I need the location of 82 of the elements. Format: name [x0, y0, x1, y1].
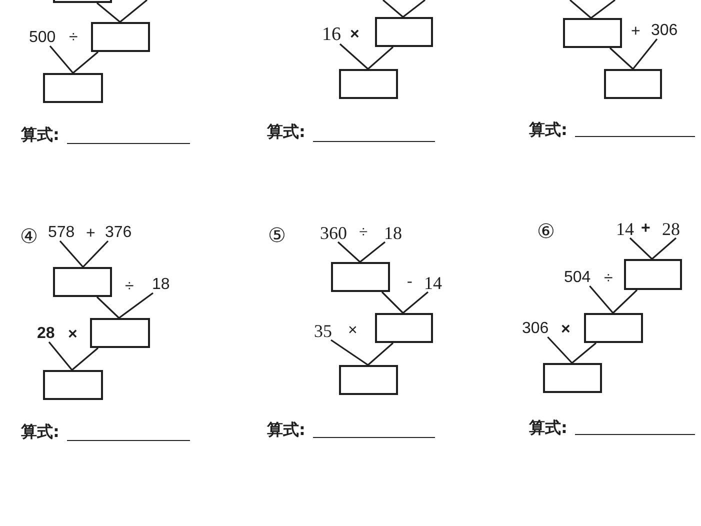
formula-label: 算式: [21, 424, 60, 440]
answer-box [53, 267, 112, 297]
formula-label: 算式: [21, 127, 60, 143]
connector-line [49, 45, 74, 74]
answer-box [339, 365, 398, 395]
operand: 28 [37, 326, 55, 342]
connector-line [547, 336, 573, 364]
connector-line [651, 237, 677, 260]
answer-box [375, 313, 433, 343]
operand: 28 [662, 220, 680, 238]
formula-label: 算式: [267, 422, 306, 438]
connector-line [337, 241, 361, 263]
connector-line [118, 292, 154, 319]
connector-line [72, 51, 99, 74]
operator: ÷ [125, 279, 134, 295]
connector-line [96, 296, 120, 319]
operator: × [348, 323, 358, 339]
answer-box [543, 363, 602, 393]
connector-line [82, 240, 109, 268]
answer-box [53, 0, 112, 3]
answer-box [331, 262, 390, 292]
connector-line [590, 0, 616, 19]
answer-box [604, 69, 662, 99]
answer-box [43, 370, 103, 400]
connector-line [381, 291, 404, 314]
problem-number: ⑥ [537, 221, 555, 241]
operand: 18 [152, 277, 170, 293]
connector-line [96, 2, 120, 23]
connector-line [339, 43, 369, 70]
answer-box [584, 313, 643, 343]
connector-line [48, 342, 73, 370]
answer-box [91, 22, 150, 52]
operand: 35 [314, 322, 332, 340]
operator: × [350, 27, 360, 43]
connector-line [609, 47, 634, 70]
operator: ÷ [69, 30, 78, 46]
operand: 14 [616, 220, 634, 238]
connector-line [59, 240, 84, 268]
answer-box [375, 17, 433, 47]
connector-line [612, 289, 638, 314]
connector-line [569, 0, 592, 19]
connector-line [367, 46, 394, 70]
operator: + [631, 24, 640, 40]
operand: 504 [564, 270, 591, 286]
operator: ÷ [604, 271, 613, 287]
operator: + [86, 226, 96, 242]
formula-label: 算式: [529, 420, 568, 436]
answer-box [339, 69, 398, 99]
problem-number: ⑤ [268, 225, 286, 245]
connector-line [367, 342, 394, 366]
operand: 306 [651, 23, 678, 39]
operand: 306 [522, 321, 549, 337]
connector-line [632, 38, 658, 70]
operand: 376 [105, 225, 132, 241]
connector-line [360, 241, 386, 263]
answer-box [43, 73, 103, 103]
formula-label: 算式: [529, 122, 568, 138]
operator: ÷ [359, 225, 368, 241]
connector-line [571, 342, 597, 364]
answer-box [563, 18, 622, 48]
operator: × [68, 327, 78, 343]
operand: 18 [384, 224, 402, 242]
connector-line [382, 0, 404, 18]
connector-line [330, 339, 368, 366]
answer-box [624, 259, 682, 290]
operand: 14 [424, 274, 442, 292]
connector-line [589, 285, 614, 314]
connector-line [120, 0, 148, 23]
operator: + [641, 221, 650, 237]
operator: - [407, 274, 412, 290]
connector-line [402, 0, 426, 18]
problem-number: ④ [20, 226, 38, 246]
formula-label: 算式: [267, 124, 306, 140]
answer-box [90, 318, 150, 348]
connector-line [629, 237, 653, 260]
operand: 360 [320, 224, 347, 242]
operand: 500 [29, 30, 56, 46]
operand: 16 [322, 25, 341, 44]
connector-line [71, 347, 99, 371]
connector-line [402, 291, 429, 314]
operand: 578 [48, 225, 75, 241]
operator: × [561, 322, 570, 338]
